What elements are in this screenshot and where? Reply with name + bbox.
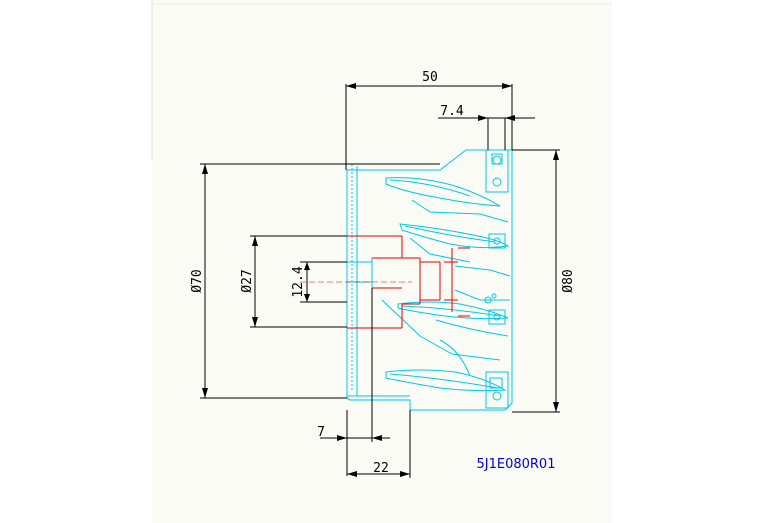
- drawing-sheet: [152, 0, 612, 523]
- cutter-body-outline: [346, 149, 513, 411]
- insert-bottom: [485, 371, 509, 409]
- part-number: 5J1E080R01: [477, 457, 556, 472]
- insert-middle: [484, 233, 506, 325]
- insert-top: [485, 149, 509, 193]
- dim-keyway-width: 12.4: [291, 266, 306, 297]
- dim-body-diameter: Ø70: [190, 269, 205, 292]
- chip-flutes: [381, 177, 511, 392]
- hidden-lines: [347, 235, 470, 329]
- dim-insert-offset: 7.4: [440, 104, 464, 119]
- dim-bore-diameter: Ø27: [240, 269, 255, 292]
- dim-bore-depth: 22: [373, 461, 389, 476]
- dim-cutting-diameter: Ø80: [561, 269, 576, 292]
- dim-keyway-depth: 7: [317, 425, 325, 440]
- dim-overall-length: 50: [422, 70, 438, 85]
- dimension-arrows: [202, 83, 559, 477]
